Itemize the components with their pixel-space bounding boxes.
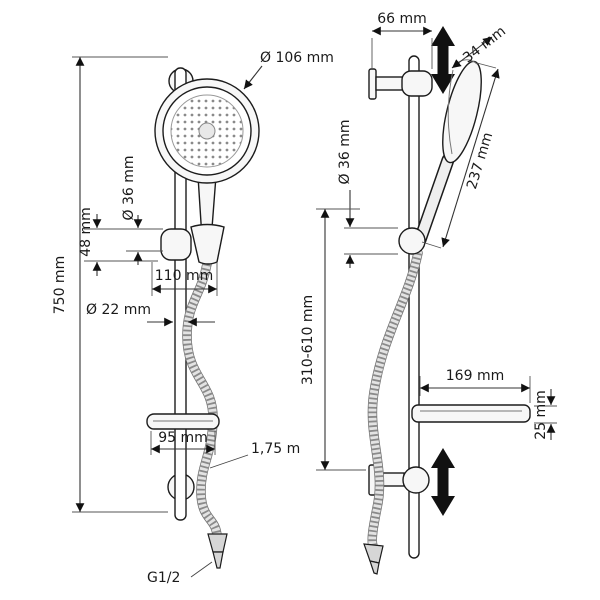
top-adjust-arrow <box>431 26 455 94</box>
label-head-thickness: 34 mm <box>460 23 509 66</box>
dim-hose-length: 1,75 m <box>209 441 300 469</box>
label-height-range: 310-610 mm <box>300 295 316 385</box>
side-hose-cone <box>369 560 380 575</box>
side-hose <box>363 248 423 575</box>
front-hose-cone <box>212 551 224 569</box>
label-slider-diameter: Ø 36 mm <box>337 119 353 184</box>
dim-overall-height: 750 mm <box>52 56 168 513</box>
front-holder-cup <box>190 223 225 265</box>
dim-slider-diameter: Ø 36 mm <box>337 119 398 268</box>
front-soap-dish <box>146 413 220 430</box>
label-overall-height: 750 mm <box>52 256 68 314</box>
front-holder <box>160 223 225 265</box>
front-view: 750 mm Ø 106 mm Ø 36 mm 48 mm 110 mm <box>52 50 334 586</box>
dim-thread: G1/2 <box>147 561 213 586</box>
side-top-bracket <box>368 68 433 100</box>
label-wall-depth: 66 mm <box>377 11 427 27</box>
front-hand-shower <box>154 78 260 255</box>
label-holder-diameter: Ø 36 mm <box>121 155 137 220</box>
label-holder-height: 48 mm <box>78 207 94 257</box>
label-hose-length: 1,75 m <box>251 441 300 457</box>
dim-holder: Ø 36 mm 48 mm <box>78 155 163 276</box>
side-hose-nut <box>363 543 384 564</box>
label-dish-width: 95 mm <box>158 430 208 446</box>
dim-dish-depth: 169 mm <box>419 368 531 403</box>
dim-dish-width: 95 mm <box>150 430 216 455</box>
front-holder-knob <box>160 228 192 261</box>
front-hose-nut <box>207 533 228 553</box>
dim-dish-thickness: 25 mm <box>533 389 557 440</box>
front-rail <box>167 67 195 521</box>
side-soap-dish <box>411 404 531 423</box>
front-rail-bar <box>174 67 187 521</box>
label-head-diameter: Ø 106 mm <box>260 50 334 66</box>
side-view: 66 mm 34 mm 237 mm Ø 36 mm 310-610 <box>300 11 557 575</box>
label-dish-depth: 169 mm <box>446 368 504 384</box>
bottom-adjust-arrow <box>431 448 455 516</box>
side-slider-holder <box>398 227 426 255</box>
label-holder-reach: 110 mm <box>155 268 213 284</box>
dim-wall-depth: 66 mm <box>371 11 433 70</box>
label-rail-diameter: Ø 22 mm <box>86 302 151 318</box>
dim-head-thickness: 34 mm <box>451 23 509 69</box>
dim-height-range: 310-610 mm <box>300 208 366 471</box>
side-rail-bar <box>408 55 420 559</box>
dim-head-diameter: Ø 106 mm <box>243 50 334 90</box>
front-hose <box>182 259 228 569</box>
label-dish-thickness: 25 mm <box>533 390 549 440</box>
dim-rail-diameter: Ø 22 mm <box>86 302 215 327</box>
label-thread: G1/2 <box>147 570 180 586</box>
dim-holder-reach: 110 mm <box>151 262 218 296</box>
